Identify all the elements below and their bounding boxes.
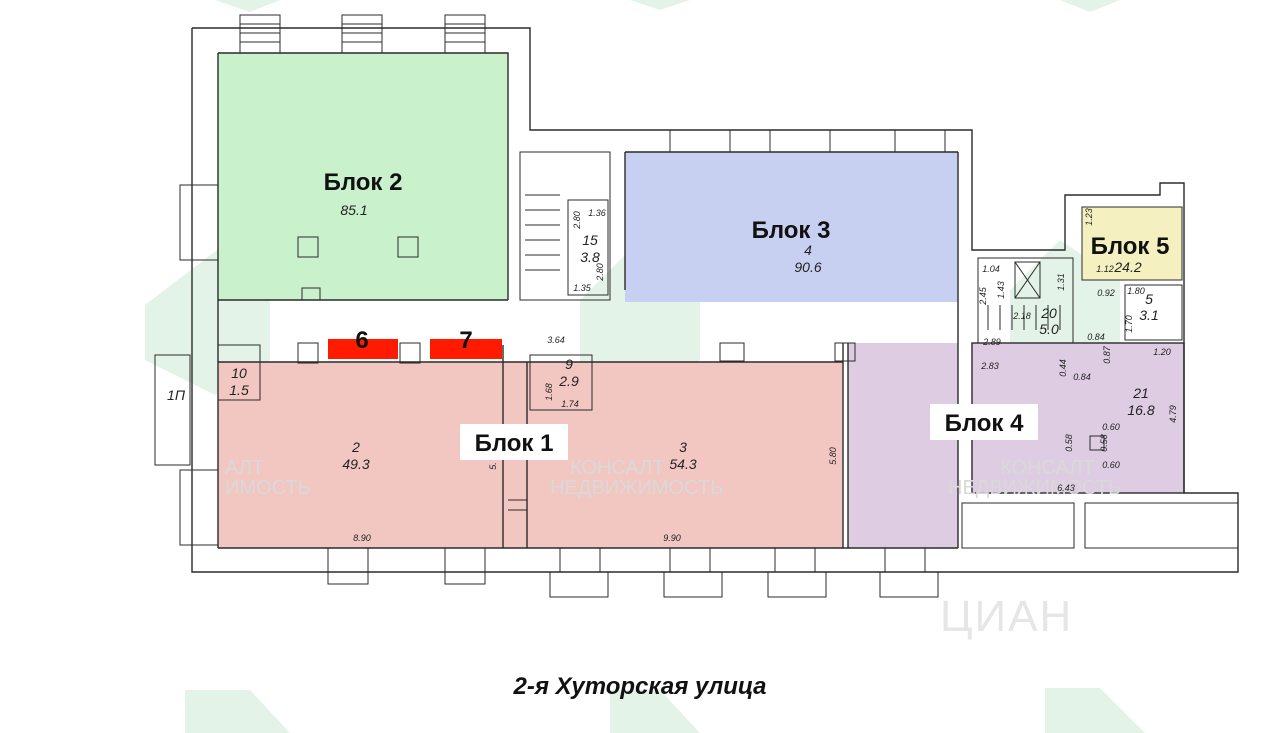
svg-text:0.58: 0.58 <box>1064 434 1074 452</box>
svg-text:1.80: 1.80 <box>1127 286 1145 296</box>
space-6-label: 6 <box>355 327 368 354</box>
svg-text:1.23: 1.23 <box>1084 208 1094 226</box>
svg-text:НЕДВИЖИМОСТЬ: НЕДВИЖИМОСТЬ <box>550 477 723 499</box>
blok5-label: Блок 5 <box>1091 233 1170 260</box>
svg-text:2.9: 2.9 <box>558 373 579 389</box>
svg-text:15: 15 <box>582 232 598 248</box>
svg-text:5.80: 5.80 <box>828 447 838 465</box>
svg-text:5: 5 <box>1145 291 1153 307</box>
svg-text:1.35: 1.35 <box>573 283 592 293</box>
corridor-stairs <box>525 194 1061 330</box>
svg-text:0.84: 0.84 <box>1087 332 1105 342</box>
svg-text:1.5: 1.5 <box>229 382 249 398</box>
svg-text:3.8: 3.8 <box>580 249 600 265</box>
street-name: 2-я Хуторская улица <box>513 673 767 700</box>
svg-text:АЛТ: АЛТ <box>225 457 264 479</box>
svg-text:1.74: 1.74 <box>561 399 579 409</box>
blok5-area[interactable] <box>1082 207 1182 280</box>
svg-text:10: 10 <box>231 365 247 381</box>
svg-text:49.3: 49.3 <box>342 456 369 472</box>
svg-text:6.43: 6.43 <box>1057 483 1075 493</box>
space-7-highlight[interactable] <box>430 339 502 359</box>
svg-text:0.60: 0.60 <box>1102 460 1120 470</box>
svg-text:0.58: 0.58 <box>1099 434 1109 452</box>
svg-text:1.20: 1.20 <box>1153 347 1171 357</box>
blok3-area[interactable] <box>625 152 958 302</box>
blok2-label: Блок 2 <box>324 169 403 196</box>
svg-text:1.68: 1.68 <box>544 383 554 401</box>
space-7-label: 7 <box>459 327 472 354</box>
svg-text:9: 9 <box>565 356 573 372</box>
svg-text:1.12: 1.12 <box>1096 264 1114 274</box>
svg-text:0.87: 0.87 <box>1102 345 1112 364</box>
windows <box>154 14 946 598</box>
svg-text:2: 2 <box>351 439 360 455</box>
svg-text:1.31: 1.31 <box>1056 273 1066 291</box>
blok2-area[interactable] <box>218 53 508 300</box>
svg-text:2.80: 2.80 <box>595 263 605 282</box>
svg-text:3: 3 <box>679 439 687 455</box>
svg-text:0.44: 0.44 <box>1058 359 1068 377</box>
blok3-label: Блок 3 <box>752 217 831 244</box>
svg-text:2.89: 2.89 <box>982 337 1001 347</box>
blok1-label: Блок 1 <box>475 430 554 457</box>
space-6-highlight[interactable] <box>328 339 398 359</box>
svg-text:1П: 1П <box>167 387 186 403</box>
svg-text:54.3: 54.3 <box>669 456 696 472</box>
svg-text:2.18: 2.18 <box>1012 311 1031 321</box>
svg-text:КОНСАЛТ: КОНСАЛТ <box>570 457 665 479</box>
svg-text:85.1: 85.1 <box>340 202 367 218</box>
svg-text:5.: 5. <box>488 462 498 470</box>
svg-text:1.70: 1.70 <box>1124 315 1134 333</box>
svg-text:20: 20 <box>1040 305 1057 321</box>
svg-text:3.1: 3.1 <box>1139 307 1158 323</box>
svg-text:НЕДВИЖИМОСТЬ: НЕДВИЖИМОСТЬ <box>948 477 1121 499</box>
svg-text:4: 4 <box>804 242 812 258</box>
svg-text:1.36: 1.36 <box>588 208 606 218</box>
svg-text:90.6: 90.6 <box>794 259 821 275</box>
cian-watermark: ЦИАН <box>940 592 1074 641</box>
svg-text:0.84: 0.84 <box>1073 372 1091 382</box>
room-labels: 85.1 4 90.6 2 49.3 3 54.3 9 2.9 10 1.5 1… <box>167 202 1159 472</box>
svg-text:КОНСАЛТ: КОНСАЛТ <box>1000 457 1095 479</box>
svg-text:21: 21 <box>1132 385 1149 401</box>
svg-text:16.8: 16.8 <box>1127 402 1154 418</box>
svg-text:2.80: 2.80 <box>572 211 582 230</box>
svg-text:ИМОСТЬ: ИМОСТЬ <box>225 477 311 499</box>
svg-text:0.92: 0.92 <box>1097 288 1115 298</box>
blok4-area[interactable] <box>848 343 958 548</box>
svg-text:9.90: 9.90 <box>663 533 681 543</box>
svg-text:4.79: 4.79 <box>1168 405 1178 423</box>
svg-text:0.60: 0.60 <box>1102 422 1120 432</box>
svg-text:1.04: 1.04 <box>982 264 1000 274</box>
dimension-labels: 8.90 9.90 5.80 3.64 6.43 4.79 2.83 2.89 … <box>353 208 1178 543</box>
svg-text:5.0: 5.0 <box>1039 321 1059 337</box>
svg-text:2.83: 2.83 <box>980 361 999 371</box>
svg-text:3.64: 3.64 <box>547 335 565 345</box>
svg-text:2.45: 2.45 <box>978 286 988 306</box>
svg-text:1.43: 1.43 <box>996 281 1006 299</box>
svg-text:24.2: 24.2 <box>1113 259 1141 275</box>
blok4-label: Блок 4 <box>945 410 1025 437</box>
svg-text:8.90: 8.90 <box>353 533 371 543</box>
watermark-text: АЛТ ИМОСТЬ КОНСАЛТ НЕДВИЖИМОСТЬ КОНСАЛТ … <box>225 457 1121 499</box>
